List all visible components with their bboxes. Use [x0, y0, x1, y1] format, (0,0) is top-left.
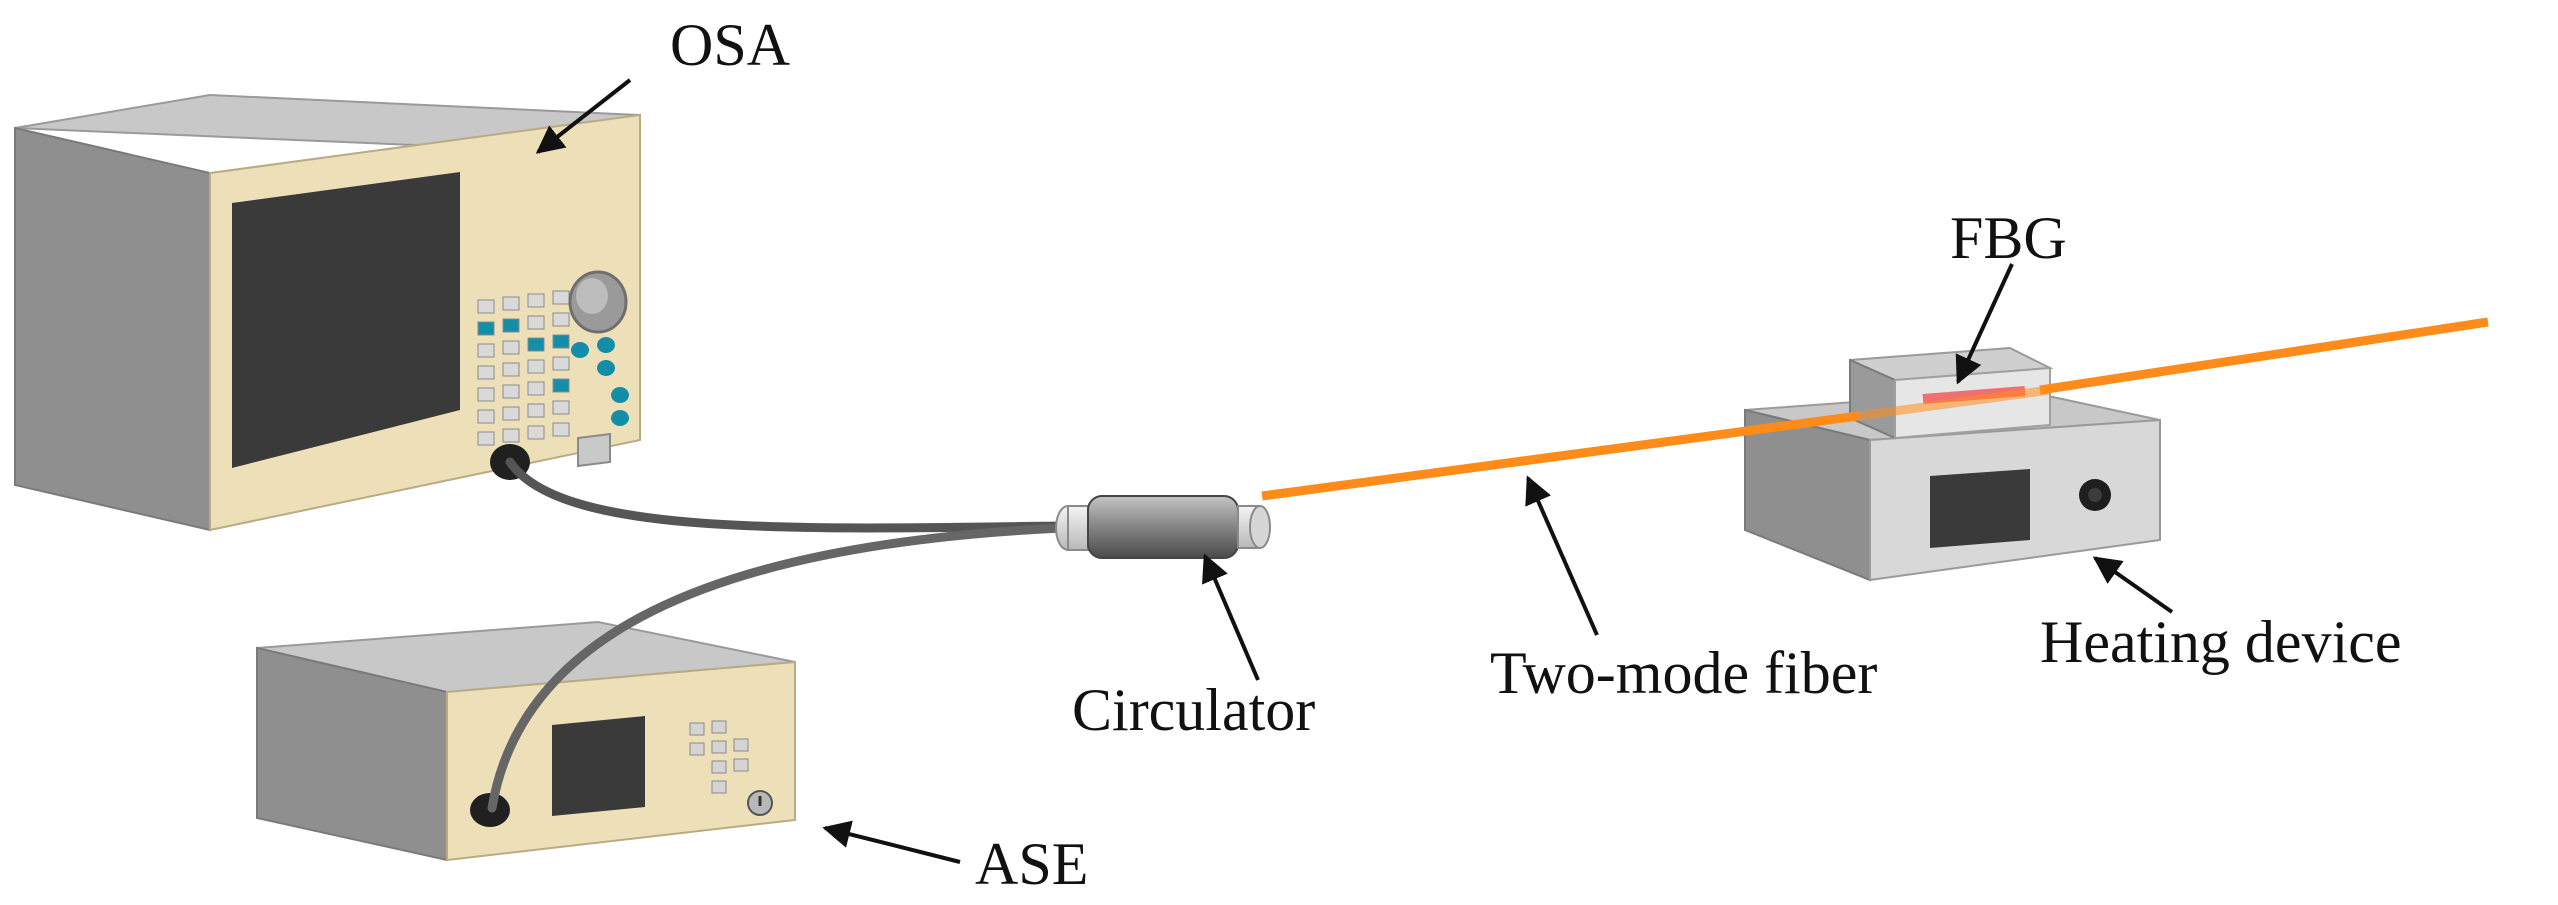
osa-teal-key	[552, 334, 570, 349]
osa-key	[527, 315, 545, 330]
osa-instrument	[14, 93, 641, 532]
circulator-body	[1087, 495, 1239, 559]
osa-keypad	[477, 290, 629, 446]
osa-key	[502, 406, 520, 421]
osa-knob-highlight	[576, 278, 608, 314]
osa-key	[552, 290, 570, 305]
osa-teal-button	[571, 342, 589, 358]
circulator-component	[1055, 495, 1271, 559]
osa-label: OSA	[670, 12, 790, 78]
osa-key	[527, 293, 545, 308]
osa-to-circulator-cable	[505, 457, 1067, 533]
two-mode-fiber-line	[1261, 411, 1859, 501]
osa-key	[552, 422, 570, 437]
ase-keypad	[689, 720, 749, 794]
osa-teal-button	[597, 360, 615, 376]
heating-device-label: Heating device	[2040, 609, 2402, 675]
osa-left-face	[14, 126, 211, 532]
osa-key	[527, 381, 545, 396]
osa-key	[527, 425, 545, 440]
fbg-arrow	[1955, 263, 2014, 385]
osa-key	[502, 384, 520, 399]
osa-screen	[232, 172, 460, 468]
osa-key	[477, 409, 495, 424]
osa-key	[477, 299, 495, 314]
fiber-through-holder	[1857, 385, 2051, 421]
osa-key	[477, 343, 495, 358]
osa-key	[477, 431, 495, 446]
ase-label: ASE	[975, 831, 1088, 897]
two-mode-fiber-output	[2039, 317, 2489, 395]
ase-to-circulator-cable	[487, 523, 1067, 813]
osa-teal-button	[597, 337, 615, 353]
osa-key	[552, 356, 570, 371]
heating-left-face	[1744, 408, 1871, 582]
ase-screen	[552, 716, 645, 816]
two-mode-fiber-label: Two-mode fiber	[1490, 640, 1877, 706]
circulator-arrow	[1202, 553, 1260, 681]
heating-screen	[1930, 469, 2030, 548]
ase-arrow	[822, 820, 961, 864]
osa-key	[502, 428, 520, 443]
osa-teal-key	[477, 321, 495, 336]
osa-arrow	[535, 78, 632, 154]
osa-teal-key	[552, 378, 570, 393]
osa-teal-button	[611, 410, 629, 426]
osa-key	[502, 362, 520, 377]
osa-key	[477, 365, 495, 380]
osa-key	[527, 403, 545, 418]
circulator-label: Circulator	[1072, 677, 1315, 743]
ase-instrument	[256, 620, 796, 862]
osa-key	[502, 296, 520, 311]
osa-key	[552, 312, 570, 327]
osa-key	[477, 387, 495, 402]
osa-teal-button	[611, 387, 629, 403]
heating-device-arrow	[2092, 556, 2174, 614]
osa-teal-key	[527, 337, 545, 352]
osa-small-square-button	[577, 432, 611, 468]
two-mode-fiber-arrow	[1525, 475, 1599, 636]
fbg-label: FBG	[1950, 205, 2067, 271]
osa-key	[527, 359, 545, 374]
osa-key	[502, 340, 520, 355]
osa-teal-key	[502, 318, 520, 333]
heating-device	[1744, 346, 2161, 582]
osa-key	[552, 400, 570, 415]
